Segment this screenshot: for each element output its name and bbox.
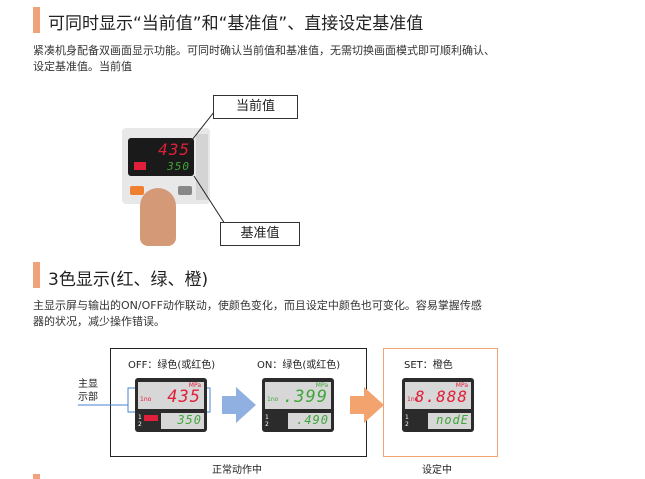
section-accent-bar-3: [33, 474, 40, 479]
panel-off-caption: OFF：绿色(或红色): [128, 360, 216, 371]
panel-sub-screen: nodE: [428, 413, 471, 429]
panel-sub-screen: 350: [161, 413, 204, 429]
output-indicator: [144, 415, 158, 421]
mode-label: 1no: [140, 396, 152, 403]
device-button-right: [178, 186, 192, 195]
group-setting-caption: 设定中: [422, 465, 452, 476]
mode-label: 1no: [267, 396, 279, 403]
sub-value: nodE: [436, 413, 469, 427]
label-current-value: 当前值: [213, 95, 298, 119]
finger-illustration: [140, 188, 176, 246]
section2-title: 3色显示(红、绿、橙): [48, 270, 209, 290]
unit-label: MPa: [188, 382, 201, 389]
main-value: 8.888: [414, 387, 468, 406]
panel-main-screen: MPa 1no 8.888: [405, 382, 471, 409]
callout-line-reference: [193, 175, 226, 225]
device-screen: 435 350: [128, 138, 194, 176]
panel-main-screen: MPa 1no 435: [138, 382, 204, 409]
device-button-left: [130, 186, 144, 195]
arrow-orange: [350, 387, 384, 423]
group-setting-frame: [383, 348, 498, 457]
sub-value: .490: [296, 413, 329, 427]
label-reference-value: 基准值: [220, 222, 300, 246]
section2-description: 主显示屏与输出的ON/OFF动作联动，使颜色变化，而且设定中颜色也可变化。容易掌…: [33, 299, 482, 328]
panel-sub-screen: .490: [288, 413, 331, 429]
section-accent-bar: [33, 7, 40, 33]
panel-main-screen: MPa 1no .399: [265, 382, 331, 409]
device-current-value: 435: [158, 140, 190, 159]
sensor-device-photo: 435 350: [122, 128, 210, 204]
unit-label: MPa: [315, 382, 328, 389]
device-reference-value: 350: [167, 160, 190, 173]
unit-label: MPa: [455, 382, 468, 389]
section-accent-bar-2: [33, 262, 40, 288]
arrow-blue: [222, 387, 256, 423]
section1-description: 紧凑机身配备双画面显示功能。可同时确认当前值和基准值，无需切换画面模式即可顺利确…: [33, 44, 495, 73]
mode-label: 1no: [407, 396, 419, 403]
group-normal-caption: 正常动作中: [212, 465, 262, 476]
panel-on-caption: ON：绿色(或红色): [257, 360, 341, 371]
device-indicator: [134, 162, 146, 170]
sub-value: 350: [177, 413, 202, 427]
main-display-label: 主显示部: [78, 379, 98, 403]
main-value: .399: [283, 387, 328, 407]
section1-title: 可同时显示“当前值”和“基准值”、直接设定基准值: [48, 14, 424, 34]
panel-set-caption: SET：橙色: [404, 360, 453, 371]
main-value: 435: [167, 387, 201, 407]
